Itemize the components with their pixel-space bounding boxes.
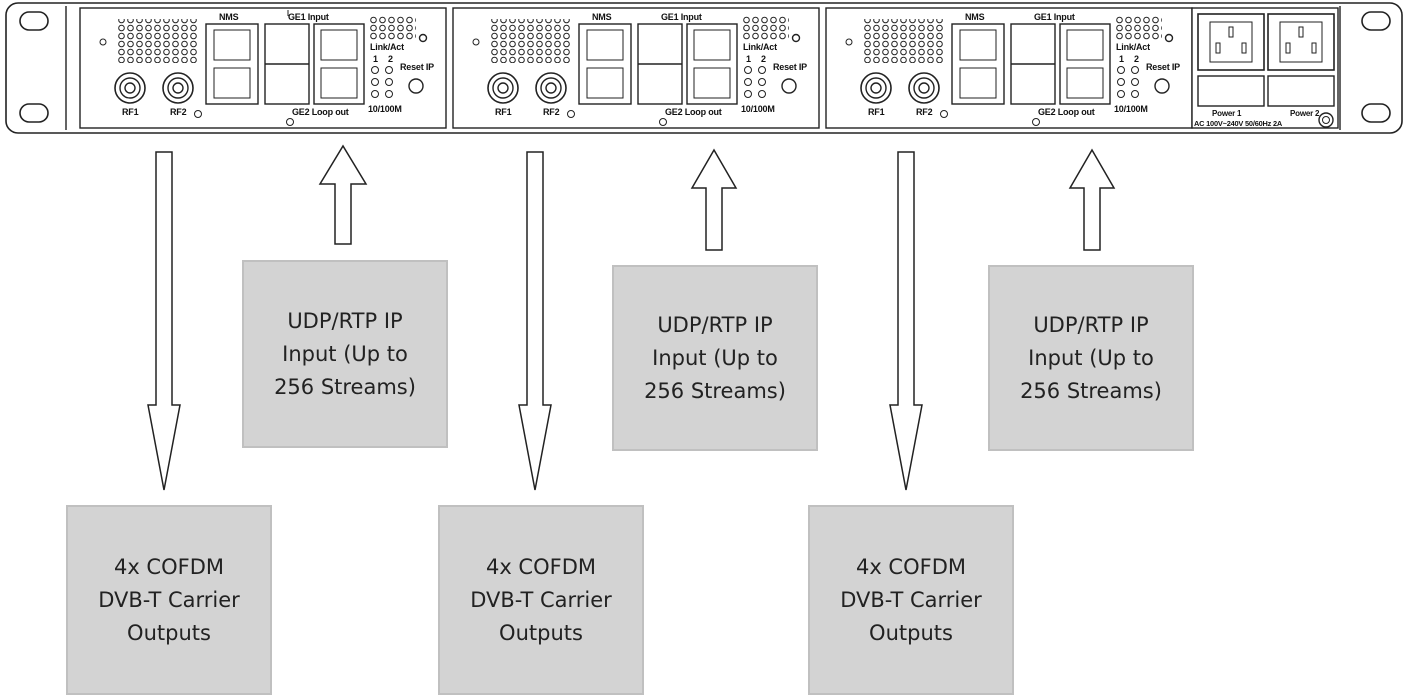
rf2-label: RF2 xyxy=(543,107,560,117)
power-rating-label: AC 100V~240V 50/60Hz 2A xyxy=(1194,119,1283,128)
speed-label: 10/100M xyxy=(741,104,775,114)
link-act-label: Link/Act xyxy=(1116,42,1150,52)
link-act-label: Link/Act xyxy=(370,42,404,52)
port-1-label: 1 xyxy=(1119,54,1124,64)
rf1-label: RF1 xyxy=(495,107,512,117)
mount-slot-bottom-left xyxy=(19,103,49,123)
module-1: RF1 RF2 NMS GE1 Input GE2 Loop out Link/… xyxy=(79,7,447,129)
power-inlet-2-icon xyxy=(1267,13,1335,71)
down-arrow-1 xyxy=(147,151,181,491)
up-arrow-2 xyxy=(690,148,738,251)
rf2-label: RF2 xyxy=(170,107,187,117)
ge2-label: GE2 Loop out xyxy=(292,107,349,117)
ground-terminal-icon xyxy=(1318,112,1334,128)
power-section: Power 1 Power 2 AC 100V~240V 50/60Hz 2A xyxy=(1191,7,1339,129)
mount-slot-top-right xyxy=(1361,11,1391,31)
port-2-label: 2 xyxy=(761,54,766,64)
cofdm-output-label: 4x COFDM DVB-T Carrier Outputs xyxy=(840,554,982,645)
cofdm-output-box-3: 4x COFDM DVB-T Carrier Outputs xyxy=(808,505,1014,695)
ip-input-box-3: UDP/RTP IP Input (Up to 256 Streams) xyxy=(988,265,1194,451)
speed-label: 10/100M xyxy=(368,104,402,114)
ip-input-box-1: UDP/RTP IP Input (Up to 256 Streams) xyxy=(242,260,448,448)
ip-input-label: UDP/RTP IP Input (Up to 256 Streams) xyxy=(644,312,786,403)
port-1-label: 1 xyxy=(746,54,751,64)
down-arrow-3 xyxy=(889,151,923,491)
cofdm-output-label: 4x COFDM DVB-T Carrier Outputs xyxy=(98,554,240,645)
nms-label: NMS xyxy=(592,12,612,22)
nms-label: NMS xyxy=(965,12,985,22)
rack-chassis: RF1 RF2 NMS GE1 Input GE2 Loop out Link/… xyxy=(5,2,1403,134)
down-arrow-2 xyxy=(518,151,552,491)
ge1-label: GE1 Input xyxy=(661,12,702,22)
ge2-label: GE2 Loop out xyxy=(665,107,722,117)
up-arrow-1 xyxy=(318,144,368,245)
mount-slot-bottom-right xyxy=(1361,103,1391,123)
port-1-label: 1 xyxy=(373,54,378,64)
module-3: RF1 RF2 NMS GE1 Input GE2 Loop out Link/… xyxy=(825,7,1193,129)
power-2-label: Power 2 xyxy=(1290,109,1320,118)
cofdm-output-box-1: 4x COFDM DVB-T Carrier Outputs xyxy=(66,505,272,695)
rf1-label: RF1 xyxy=(868,107,885,117)
cofdm-output-box-2: 4x COFDM DVB-T Carrier Outputs xyxy=(438,505,644,695)
power-inlet-1-icon xyxy=(1197,13,1265,71)
speed-label: 10/100M xyxy=(1114,104,1148,114)
ge1-label: GE1 Input xyxy=(1034,12,1075,22)
port-2-label: 2 xyxy=(1134,54,1139,64)
mount-slot-top-left xyxy=(19,11,49,31)
ip-input-box-2: UDP/RTP IP Input (Up to 256 Streams) xyxy=(612,265,818,451)
rf1-label: RF1 xyxy=(122,107,139,117)
port-2-label: 2 xyxy=(388,54,393,64)
nms-label: NMS xyxy=(219,12,239,22)
ge1-label: GE1 Input xyxy=(288,12,329,22)
cofdm-output-label: 4x COFDM DVB-T Carrier Outputs xyxy=(470,554,612,645)
reset-ip-label: Reset IP xyxy=(773,62,807,72)
module-2: RF1 RF2 NMS GE1 Input GE2 Loop out Link/… xyxy=(452,7,820,129)
up-arrow-3 xyxy=(1068,148,1116,251)
link-act-label: Link/Act xyxy=(743,42,777,52)
reset-ip-label: Reset IP xyxy=(400,62,434,72)
ip-input-label: UDP/RTP IP Input (Up to 256 Streams) xyxy=(274,308,416,399)
rf2-label: RF2 xyxy=(916,107,933,117)
ip-input-label: UDP/RTP IP Input (Up to 256 Streams) xyxy=(1020,312,1162,403)
ge2-label: GE2 Loop out xyxy=(1038,107,1095,117)
reset-ip-label: Reset IP xyxy=(1146,62,1180,72)
power-1-label: Power 1 xyxy=(1212,109,1242,118)
